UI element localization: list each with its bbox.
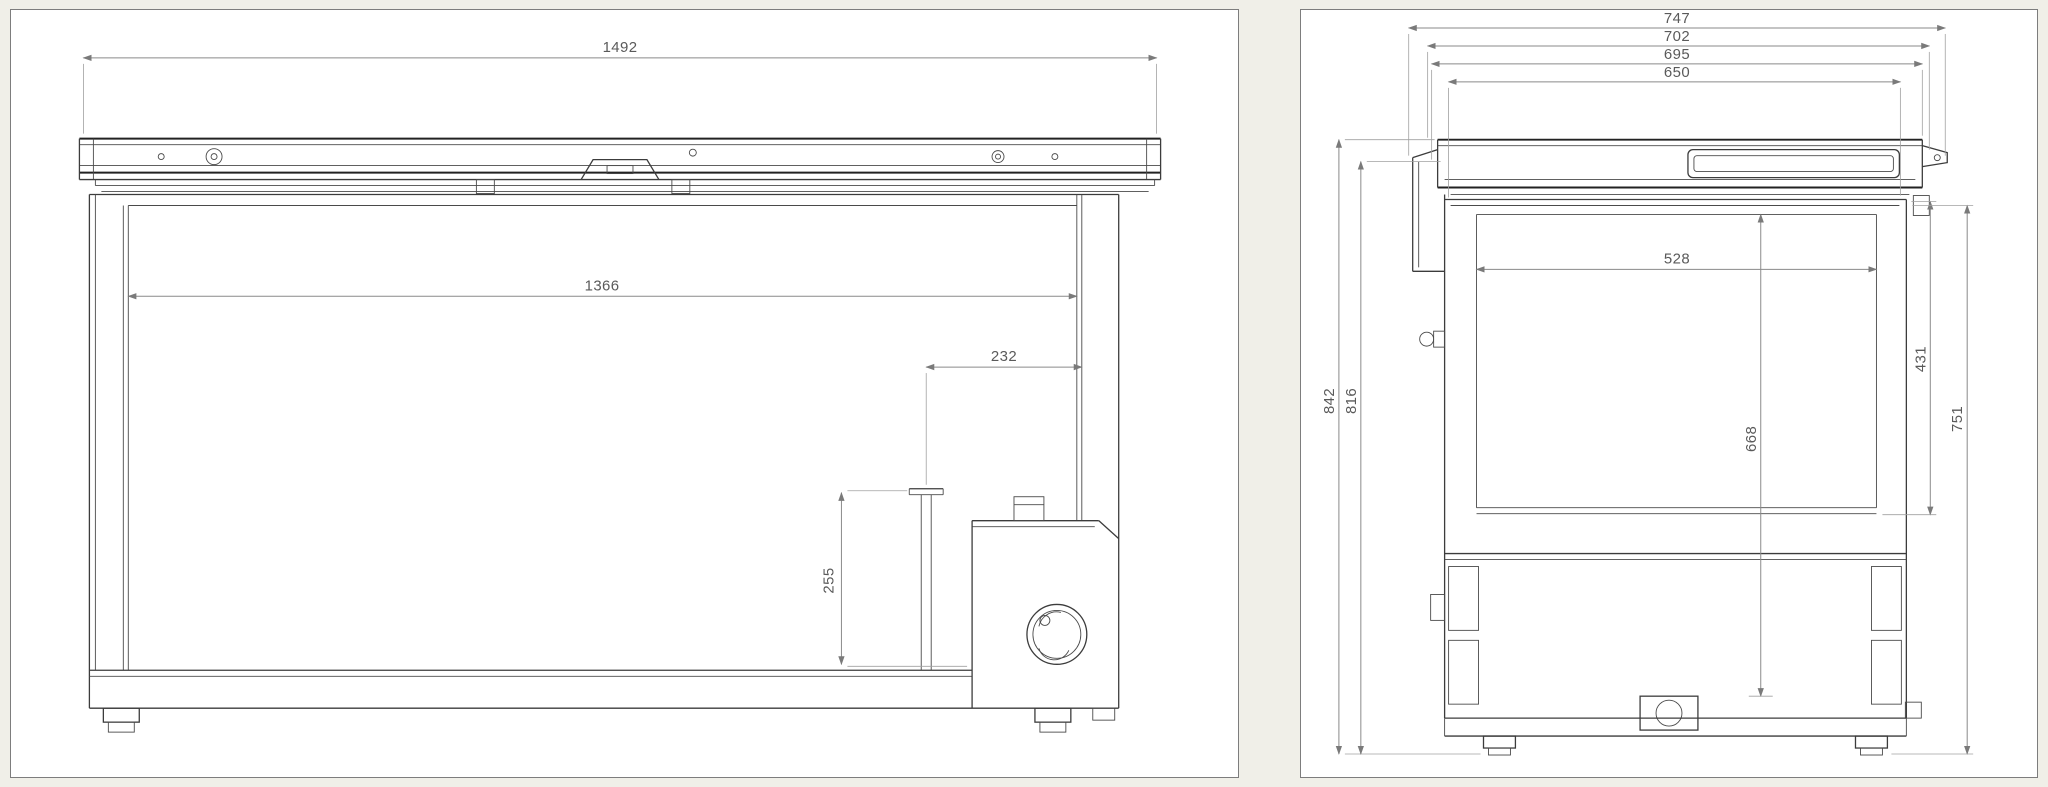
dim-opening-depth-label: 650 xyxy=(1664,64,1690,81)
screw-hole-icon xyxy=(157,153,165,161)
dim-body-height-label: 751 xyxy=(1949,406,1966,432)
dim-frame-depth-label: 695 xyxy=(1664,46,1690,63)
dim-cabinet-height-label: 816 xyxy=(1343,388,1360,414)
louver-panel xyxy=(1871,566,1902,631)
vent-box xyxy=(1639,695,1699,731)
back-hinge-plate xyxy=(1412,149,1438,159)
machine-compartment-side xyxy=(1444,566,1907,756)
compressor-fan-icon xyxy=(1026,603,1088,665)
side-view-panel: 747 702 695 650 842 816 xyxy=(1300,9,2038,778)
dim-interior-depth-label: 528 xyxy=(1664,250,1690,267)
hinge-bracket-icon xyxy=(671,179,691,194)
freezer-lid-front xyxy=(78,137,1162,194)
louver-panel xyxy=(1448,639,1479,705)
foot-icon xyxy=(1092,707,1116,721)
freezer-cabinet-front xyxy=(88,193,1120,709)
hinge-pin-icon xyxy=(991,150,1005,164)
freezer-cabinet-side xyxy=(1419,194,1922,719)
dim-interior-width-label: 1366 xyxy=(585,277,620,294)
dimensions-front: 1492 1366 232 255 xyxy=(82,39,1158,667)
foot-icon xyxy=(1854,735,1889,749)
foot-icon xyxy=(1034,707,1072,723)
louver-panel xyxy=(1448,566,1479,631)
dim-interior-height-label: 668 xyxy=(1743,426,1760,452)
drain-hole-icon xyxy=(1655,699,1683,727)
lid-latch xyxy=(1922,145,1948,168)
screw-hole-icon xyxy=(688,148,697,157)
lid-handle xyxy=(580,158,660,180)
dimensions-side: 747 702 695 650 842 816 xyxy=(1321,10,1974,755)
hinge-bracket-icon xyxy=(475,179,495,194)
dim-overall-height-label: 842 xyxy=(1321,388,1338,414)
dim-basket-depth-label: 431 xyxy=(1912,346,1929,372)
front-view-panel: 1492 1366 232 255 xyxy=(10,9,1239,778)
lid-tray xyxy=(1687,149,1901,179)
front-view-drawing: 1492 1366 232 255 xyxy=(78,39,1162,733)
terminal-box xyxy=(1013,496,1045,522)
dim-overall-depth-label: 747 xyxy=(1664,10,1690,27)
dim-unit-height-label: 255 xyxy=(820,567,837,593)
dim-lid-depth-label: 702 xyxy=(1664,28,1690,45)
dim-unit-inset-label: 232 xyxy=(991,348,1017,365)
side-bracket xyxy=(1904,701,1922,719)
feet-front xyxy=(102,707,1116,733)
screw-hole-icon xyxy=(1051,153,1059,161)
dim-overall-width-label: 1492 xyxy=(603,39,638,56)
freezer-lid-side xyxy=(1412,138,1948,272)
louver-panel xyxy=(1871,639,1902,705)
thermostat-knob-icon xyxy=(1419,331,1435,347)
side-bracket xyxy=(1430,594,1446,621)
foot-icon xyxy=(1482,735,1517,749)
side-view-drawing: 747 702 695 650 842 816 xyxy=(1321,10,1974,756)
hinge-pin-icon xyxy=(205,148,223,166)
foot-icon xyxy=(102,707,140,723)
compressor-compartment-front xyxy=(908,488,1120,709)
